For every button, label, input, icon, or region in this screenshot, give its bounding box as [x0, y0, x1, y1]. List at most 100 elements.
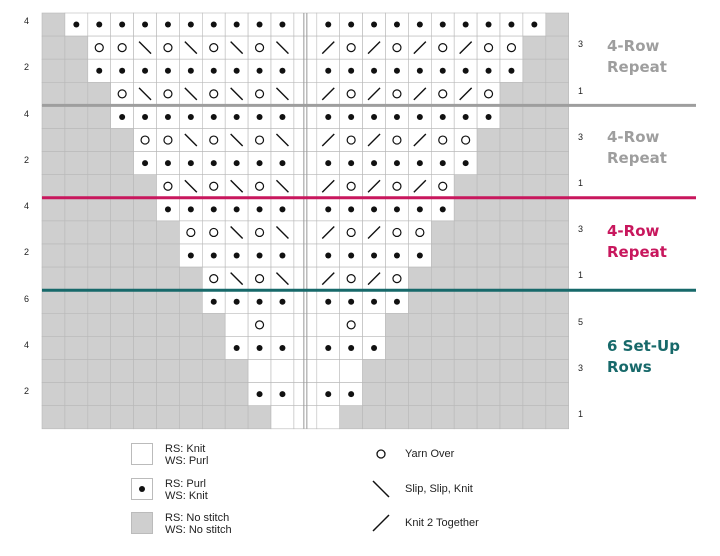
purl-dot: [325, 344, 332, 351]
knit-cell: [270, 405, 295, 430]
row-number-left: 2: [24, 62, 30, 72]
purl-dot: [393, 113, 400, 120]
purl-dot: [279, 160, 286, 167]
knit-cell: [293, 220, 318, 245]
knit-cell: [156, 82, 180, 106]
no-stitch-cell: [499, 243, 524, 268]
no-stitch-cell: [453, 382, 478, 407]
knit-cell: [293, 197, 318, 222]
no-stitch-cell: [41, 58, 66, 83]
yarn-over-mark: [254, 43, 265, 53]
no-stitch-cell: [362, 359, 386, 383]
yarn-over-mark: [392, 43, 402, 53]
knit-cell: [316, 312, 340, 337]
no-stitch-cell: [87, 128, 112, 152]
no-stitch-cell: [476, 243, 501, 268]
purl-dot: [142, 67, 149, 74]
knit-cell: [430, 174, 455, 199]
no-stitch-cell: [430, 405, 455, 430]
purl-dot: [210, 252, 217, 259]
no-stitch-cell: [179, 266, 203, 291]
purl-dot: [187, 252, 194, 259]
knit-cell: [156, 128, 180, 152]
knit-cell: [247, 266, 272, 291]
section-label-line2: Rows: [607, 358, 652, 376]
ssk-mark: [275, 87, 289, 101]
no-stitch-cell: [499, 220, 524, 245]
purl-dot: [164, 113, 171, 120]
purl-dot: [348, 298, 355, 305]
purl-dot: [142, 160, 149, 167]
no-stitch-cell: [110, 382, 134, 407]
k2tog-icon: [370, 512, 392, 534]
no-stitch-cell: [385, 336, 409, 360]
knit-cell: [202, 35, 226, 60]
yarn-over-mark: [209, 89, 219, 99]
yarn-over-mark: [461, 135, 471, 145]
no-stitch-cell: [499, 289, 524, 314]
knit-cell: [385, 82, 409, 106]
purl-dot: [393, 298, 400, 305]
yarn-over-mark: [483, 89, 494, 99]
purl-dot: [73, 21, 80, 28]
no-stitch-cell: [499, 382, 524, 407]
no-stitch-cell: [499, 151, 524, 176]
ssk-mark: [230, 87, 244, 101]
no-stitch-cell: [545, 35, 569, 60]
knit-cell: [339, 220, 363, 245]
no-stitch-cell: [453, 220, 478, 245]
section-label: 4-Row Repeat: [607, 127, 667, 169]
purl-dot: [485, 113, 492, 120]
yarn-over-mark: [163, 135, 173, 145]
no-stitch-cell: [385, 312, 409, 337]
ssk-mark: [138, 41, 152, 55]
section-label: 4-Row Repeat: [607, 36, 667, 78]
purl-dot: [348, 206, 355, 213]
knit-cell: [293, 174, 318, 199]
purl-dot: [96, 67, 103, 74]
no-stitch-cell: [385, 359, 409, 383]
no-stitch-cell: [156, 312, 180, 337]
no-stitch-cell: [476, 405, 501, 430]
purl-dot: [233, 160, 240, 167]
no-stitch-cell: [64, 289, 89, 314]
yarn-over-icon: [370, 443, 392, 465]
purl-dot: [485, 21, 492, 28]
yarn-over-mark: [392, 227, 402, 238]
knit-cell: [339, 174, 363, 199]
purl-dot: [187, 21, 194, 28]
knit-cell: [453, 128, 478, 152]
no-stitch-cell: [87, 220, 112, 245]
knit-cell: [339, 82, 363, 106]
purl-dot: [348, 344, 355, 351]
no-stitch-cell: [64, 405, 89, 430]
no-stitch-cell: [522, 35, 547, 60]
purl-dot: [210, 21, 217, 28]
no-stitch-cell: [87, 289, 112, 314]
knit-cell: [224, 312, 249, 337]
purl-dot: [439, 206, 446, 213]
no-stitch-cell: [110, 405, 134, 430]
k2tog-mark: [367, 272, 381, 286]
purl-dot: [371, 160, 378, 167]
no-stitch-cell: [499, 312, 524, 337]
no-stitch-cell: [87, 243, 112, 268]
purl-dot: [439, 113, 446, 120]
no-stitch-cell: [408, 312, 432, 337]
k2tog-mark: [413, 133, 427, 147]
row-number-right: 3: [578, 224, 584, 234]
k2tog-mark: [413, 41, 427, 55]
purl-dot: [142, 21, 149, 28]
no-stitch-cell: [408, 382, 432, 407]
purl-dot: [210, 160, 217, 167]
no-stitch-cell: [476, 266, 501, 291]
no-stitch-cell: [156, 266, 180, 291]
no-stitch-cell: [522, 151, 547, 176]
no-stitch-cell: [339, 405, 363, 430]
no-stitch-cell: [408, 289, 432, 314]
k2tog-mark: [367, 225, 381, 239]
row-number-right: 1: [578, 270, 584, 280]
no-stitch-cell: [87, 105, 112, 129]
no-stitch-cell: [385, 405, 409, 430]
purl-dot: [393, 206, 400, 213]
